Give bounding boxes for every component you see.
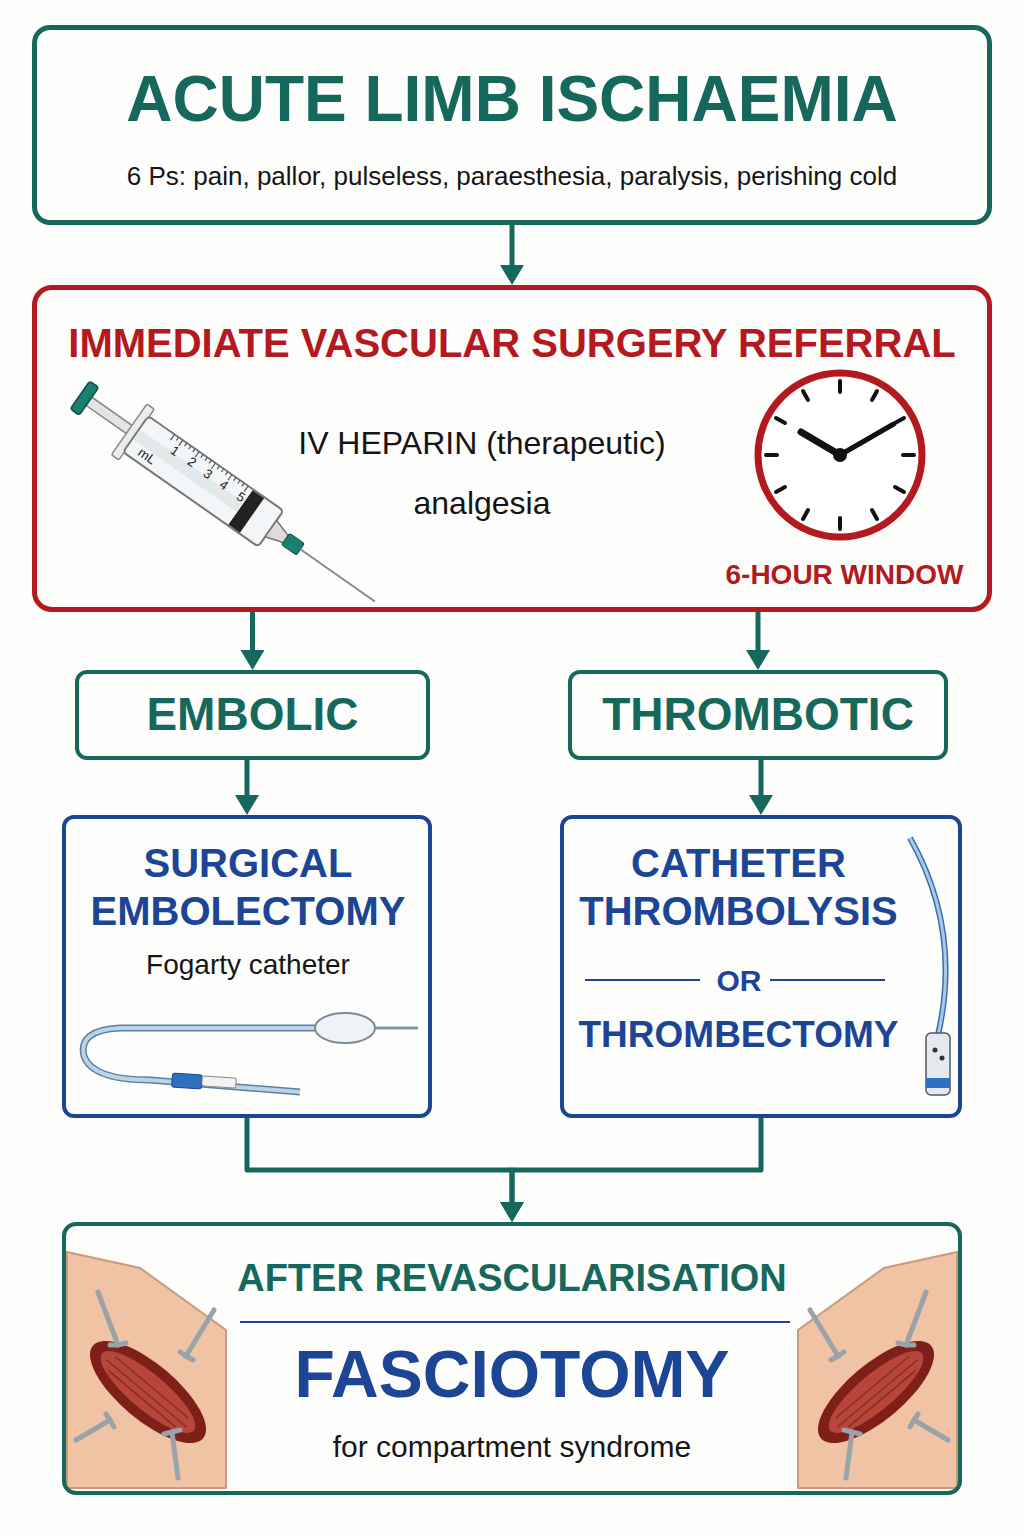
text-slot: ACUTE LIMB ISCHAEMIA bbox=[57, 52, 967, 147]
connector-line bbox=[512, 1118, 761, 1204]
syringe-icon bbox=[62, 370, 392, 627]
category-box: EMBOLIC bbox=[75, 670, 430, 760]
connector bbox=[241, 612, 265, 670]
connector-line bbox=[247, 1118, 512, 1204]
or-text: OR bbox=[704, 963, 774, 999]
fogarty-catheter-icon bbox=[83, 1013, 418, 1092]
fasciotomy-illustration bbox=[798, 1252, 957, 1488]
text-slot: Fogarty catheter bbox=[78, 945, 418, 985]
box-heading: THROMBECTOMY bbox=[576, 1013, 901, 1057]
connector bbox=[500, 225, 524, 285]
body-text: Fogarty catheter bbox=[78, 948, 418, 982]
text-slot: FASCIOTOMY bbox=[232, 1332, 792, 1417]
connector bbox=[247, 1118, 524, 1222]
box-heading: EMBOLIC bbox=[89, 687, 416, 742]
text-slot: THROMBOTIC bbox=[582, 682, 934, 748]
connector-line bbox=[759, 760, 764, 797]
box-heading: SURGICAL EMBOLECTOMY bbox=[78, 839, 418, 935]
text-slot: SURGICAL EMBOLECTOMY bbox=[78, 831, 418, 943]
text-slot: EMBOLIC bbox=[89, 682, 416, 748]
arrowhead bbox=[500, 1202, 524, 1222]
text-slot: IMMEDIATE VASCULAR SURGERY REFERRAL bbox=[62, 308, 962, 378]
arrowhead bbox=[235, 795, 259, 815]
category-box: THROMBOTIC bbox=[568, 670, 948, 760]
treatment-box: SURGICAL EMBOLECTOMY Fogarty catheter bbox=[62, 815, 432, 1118]
box-heading: CATHETER THROMBOLYSIS bbox=[576, 839, 901, 935]
procedure-title: FASCIOTOMY bbox=[232, 1335, 792, 1414]
header-box: ACUTE LIMB ISCHAEMIA 6 Ps: pain, pallor, … bbox=[32, 25, 992, 225]
text-slot: 6-HOUR WINDOW bbox=[712, 552, 977, 597]
text-slot: THROMBECTOMY bbox=[576, 1005, 901, 1065]
outcome-box: AFTER REVASCULARISATION FASCIOTOMY for com… bbox=[62, 1222, 962, 1495]
connector bbox=[500, 1118, 761, 1222]
time-label: 6-HOUR WINDOW bbox=[712, 558, 977, 592]
arrowhead bbox=[749, 795, 773, 815]
connector-line bbox=[250, 612, 255, 652]
arrowhead bbox=[500, 265, 524, 285]
text-slot: analgesia bbox=[312, 478, 652, 528]
thrombectomy-catheter-icon bbox=[910, 838, 950, 1095]
text-slot: AFTER REVASCULARISATION bbox=[232, 1246, 792, 1311]
box-heading: THROMBOTIC bbox=[582, 687, 934, 742]
body-text: IV HEPARIN (therapeutic) bbox=[262, 424, 702, 462]
clock-icon bbox=[758, 373, 922, 537]
divider-line bbox=[240, 1321, 790, 1323]
connector bbox=[235, 760, 259, 815]
arrowhead bbox=[241, 650, 265, 670]
box-heading: IMMEDIATE VASCULAR SURGERY REFERRAL bbox=[62, 319, 962, 367]
subtitle-text: 6 Ps: pain, pallor, pulseless, paraesthe… bbox=[57, 161, 967, 192]
treatment-box: CATHETER THROMBOLYSIS OR THROMBECTOMY bbox=[560, 815, 962, 1118]
text-slot: 6 Ps: pain, pallor, pulseless, paraesthe… bbox=[57, 152, 967, 202]
body-text: for compartment syndrome bbox=[232, 1429, 792, 1465]
connector-line bbox=[245, 760, 250, 797]
text-slot: CATHETER THROMBOLYSIS bbox=[576, 831, 901, 943]
text-slot: OR bbox=[704, 961, 774, 1001]
diagram-heading: ACUTE LIMB ISCHAEMIA bbox=[57, 61, 967, 138]
connector bbox=[746, 612, 770, 670]
connector-line bbox=[510, 225, 515, 267]
arrowhead bbox=[500, 1202, 524, 1222]
connector-line bbox=[756, 612, 761, 652]
text-slot: IV HEPARIN (therapeutic) bbox=[262, 418, 702, 468]
body-text: analgesia bbox=[312, 484, 652, 522]
text-slot: for compartment syndrome bbox=[232, 1422, 792, 1472]
box-heading: AFTER REVASCULARISATION bbox=[232, 1256, 792, 1302]
fasciotomy-illustration bbox=[67, 1252, 226, 1488]
arrowhead bbox=[746, 650, 770, 670]
connector bbox=[749, 760, 773, 815]
